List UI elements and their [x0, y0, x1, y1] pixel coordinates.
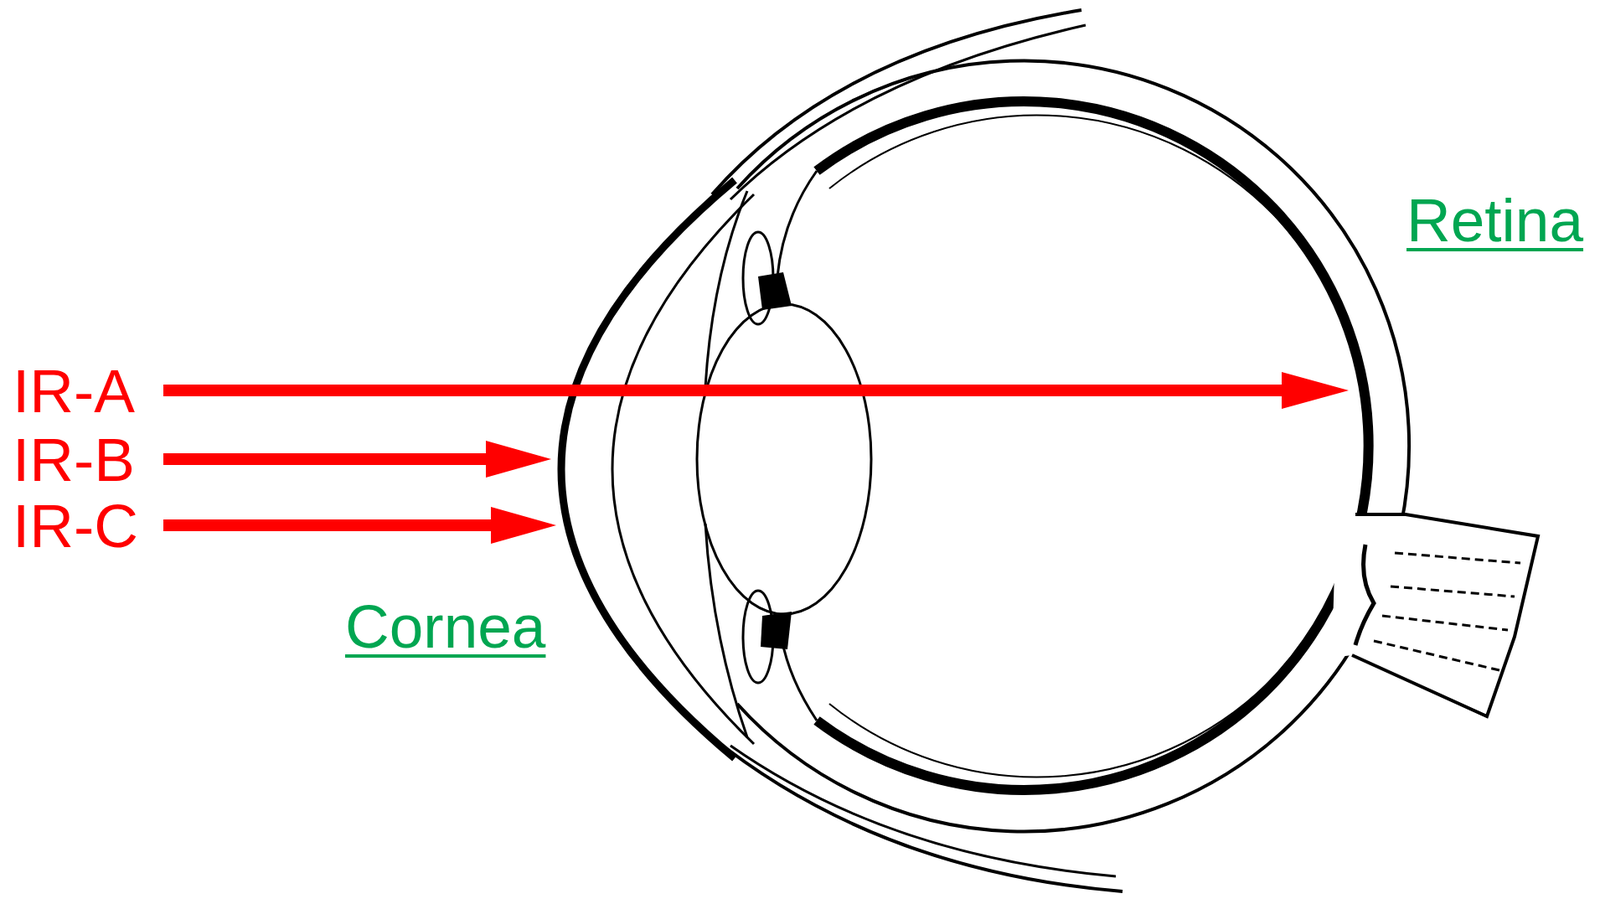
- lens: [696, 304, 872, 615]
- optic-disc: [1355, 544, 1374, 646]
- cornea-inner: [612, 194, 754, 744]
- part-label: Cornea: [345, 595, 546, 657]
- iris: [705, 523, 748, 738]
- optic-nerve: [1352, 514, 1539, 717]
- arrowhead: [485, 440, 552, 478]
- lower-eyelid: [712, 737, 1123, 892]
- ray-label: IR-C: [12, 495, 139, 557]
- cornea: [561, 180, 735, 759]
- zonule: [777, 170, 817, 277]
- ray-label: IR-B: [12, 428, 135, 491]
- ray-label: IR-A: [12, 360, 135, 422]
- lower-eyelid: [730, 745, 1116, 877]
- retina-layer: [829, 115, 1368, 778]
- arrowhead: [1281, 371, 1349, 409]
- ciliary-body: [760, 611, 792, 650]
- ir-c-arrow: [163, 519, 495, 532]
- nerve-fibers: [1373, 552, 1521, 671]
- arrowhead: [490, 506, 557, 544]
- iris: [705, 190, 748, 388]
- part-label: Retina: [1406, 189, 1584, 251]
- sclera: [737, 60, 1410, 831]
- optic-nerve-fill: [1331, 512, 1539, 717]
- ir-a-arrow: [163, 384, 1286, 397]
- ir-b-arrow: [163, 453, 491, 465]
- upper-eyelid: [730, 25, 1086, 200]
- choroid-layer: [816, 101, 1369, 790]
